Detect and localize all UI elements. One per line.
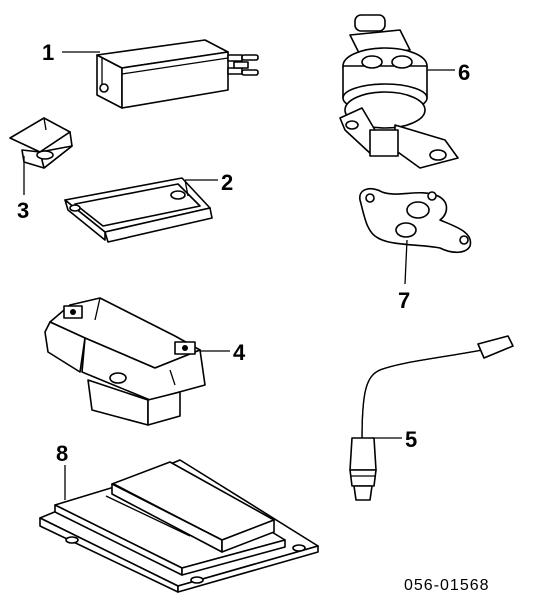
callout-1: 1 [42, 40, 54, 65]
reference-code: 056-01568 [404, 577, 490, 594]
part-7-gasket [359, 187, 472, 254]
callout-7: 7 [398, 288, 410, 313]
callout-2: 2 [221, 170, 233, 195]
callout-5: 5 [405, 427, 417, 452]
part-8-ecu [39, 459, 319, 593]
part-5-oxygen-sensor [349, 335, 514, 501]
part-4-sensor-unit [44, 297, 206, 426]
callout-8: 8 [56, 441, 68, 466]
part-1-relay [96, 39, 259, 109]
leader-7 [404, 239, 408, 285]
part-3-clip [9, 117, 73, 169]
callout-6: 6 [458, 60, 470, 85]
part-2-bracket [64, 177, 213, 243]
callout-4: 4 [233, 340, 246, 365]
callout-3: 3 [17, 198, 29, 223]
part-6-egr-valve [339, 14, 459, 169]
